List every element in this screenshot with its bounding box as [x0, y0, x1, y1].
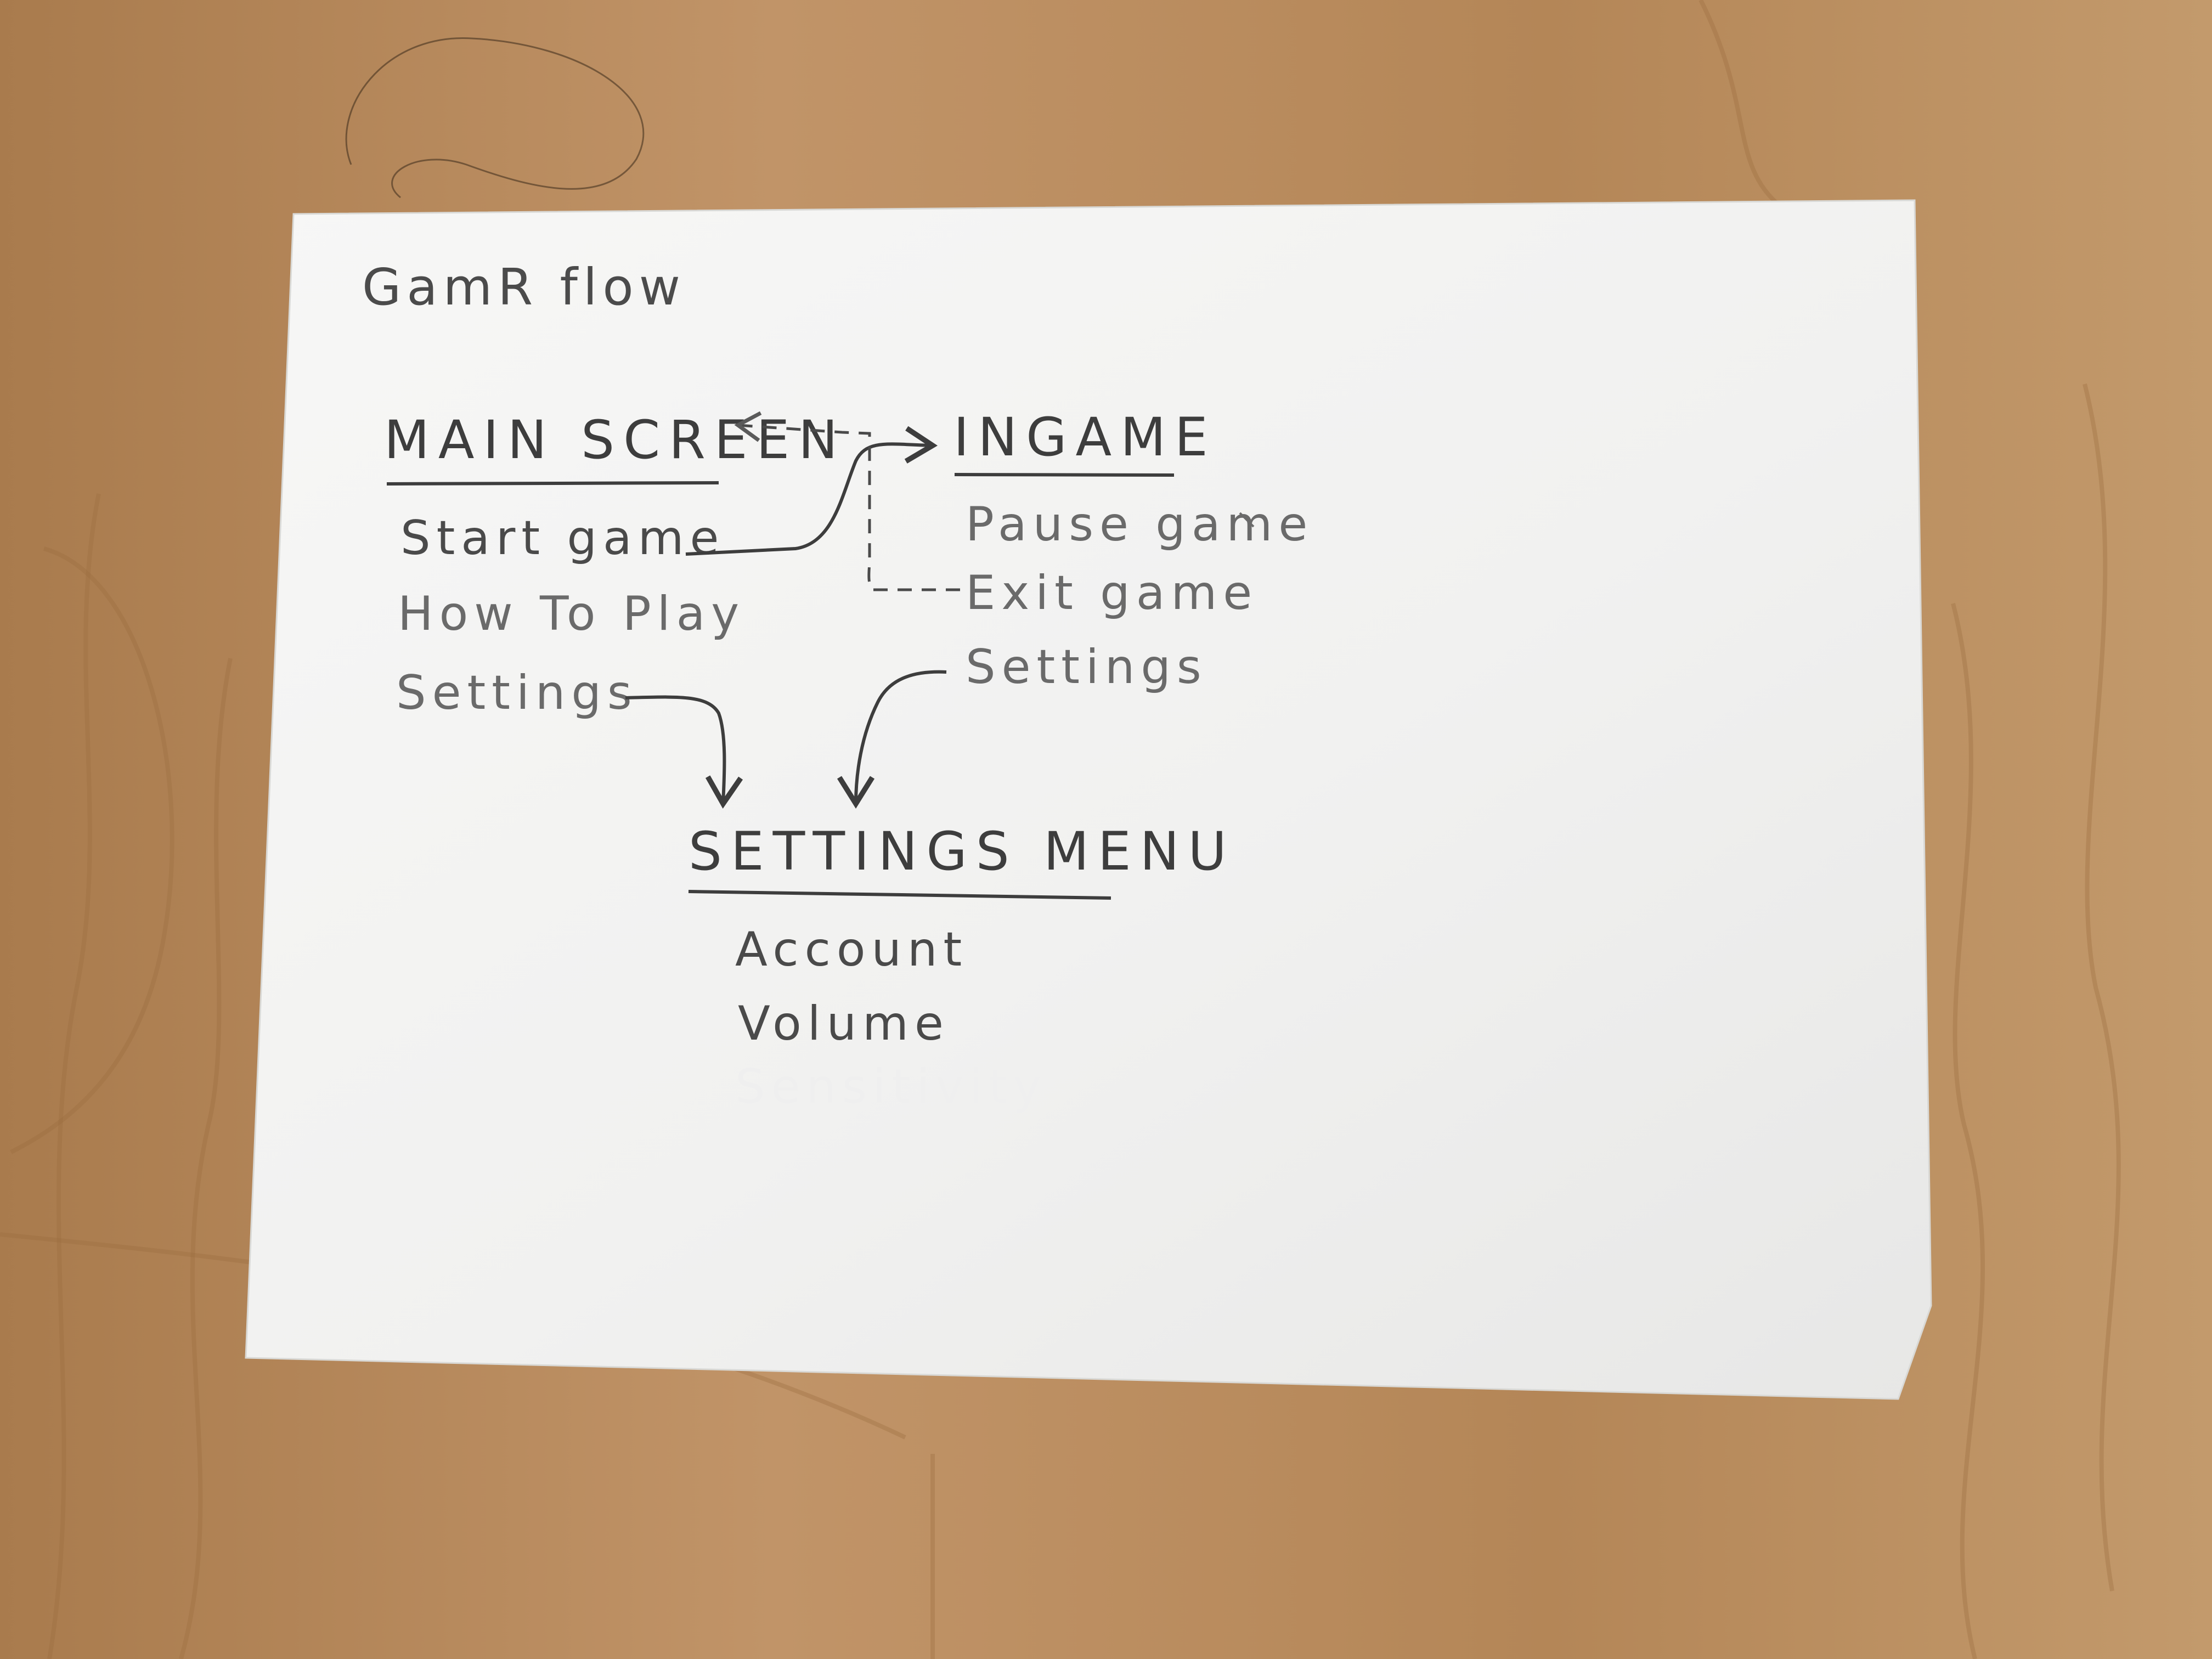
ingame-item-pause-game: Pause game — [966, 497, 1313, 552]
main-screen-item-settings: Settings — [396, 665, 638, 720]
settings-menu-item-sensitivity: Sensitivity — [735, 1059, 1047, 1114]
settings-menu-heading: SETTINGS MENU — [689, 821, 1235, 882]
stray-pencil-mark — [1239, 512, 1255, 528]
settings-menu-item-account: Account — [735, 922, 968, 977]
node-ingame: INGAME Pause game Exit game Settings — [953, 407, 1313, 695]
node-main-screen: MAIN SCREEN Start game How To Play Setti… — [384, 409, 847, 720]
hair-strand — [345, 37, 645, 199]
main-screen-heading: MAIN SCREEN — [384, 409, 847, 471]
main-screen-item-start-game: Start game — [400, 511, 725, 566]
edge-ingame-settings-to-settings-menu — [837, 670, 947, 809]
edge-exit-game-to-main-screen — [734, 411, 960, 591]
main-screen-underline — [386, 481, 719, 486]
ingame-heading: INGAME — [953, 407, 1217, 468]
wood-grain — [0, 0, 2121, 1659]
paper-sheet — [245, 199, 1932, 1400]
node-settings-menu: SETTINGS MENU Account Volume Sensitivity — [688, 821, 1235, 1114]
ingame-item-settings: Settings — [966, 640, 1207, 695]
main-screen-item-how-to-play: How To Play — [398, 586, 745, 641]
edge-start-game-to-ingame — [685, 426, 938, 556]
edge-main-settings-to-settings-menu — [625, 695, 743, 809]
settings-menu-underline — [688, 890, 1111, 900]
settings-menu-item-volume: Volume — [738, 996, 950, 1051]
diagram-title: GamR flow — [362, 258, 686, 317]
ingame-item-exit-game: Exit game — [966, 566, 1258, 620]
